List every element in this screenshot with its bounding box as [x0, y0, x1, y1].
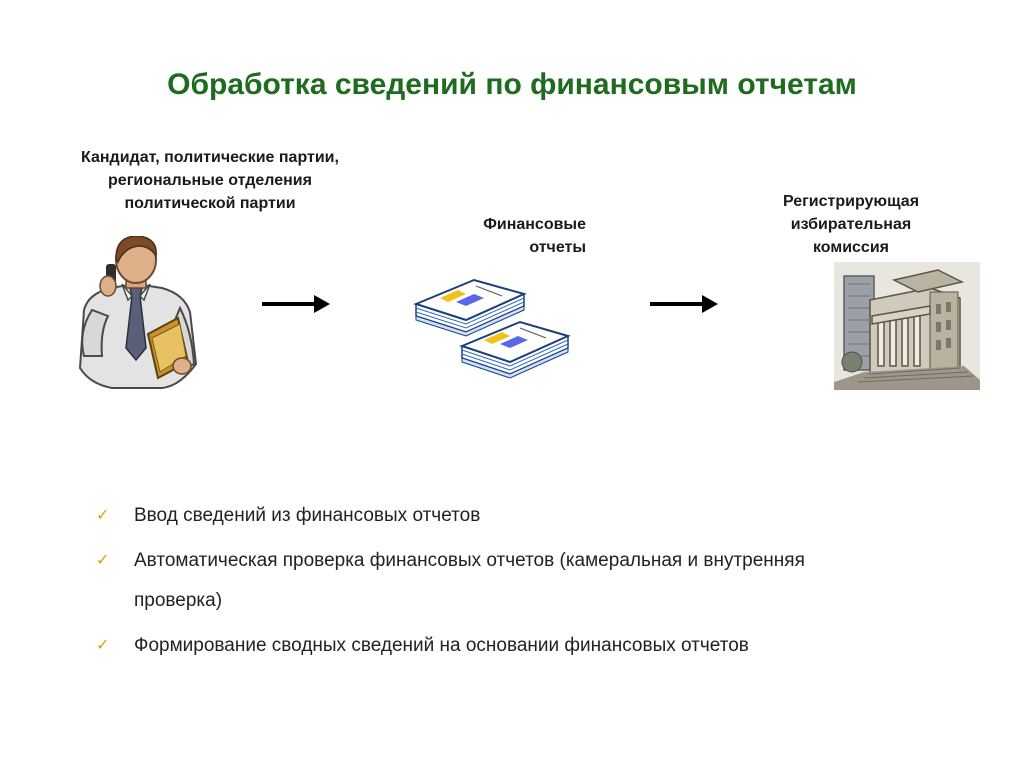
list-item: ✓ Формирование сводных сведений на основ… [92, 626, 832, 666]
businessman-phone-icon [78, 236, 198, 389]
checkmark-icon: ✓ [96, 552, 110, 569]
candidate-label-line: региональные отделения [108, 172, 312, 189]
list-item-text: Автоматическая проверка финансовых отчет… [134, 550, 805, 611]
document-stack-icon [413, 278, 571, 379]
checkmark-icon: ✓ [96, 507, 110, 524]
list-item-text: Формирование сводных сведений на основан… [134, 635, 749, 656]
reports-label-line: отчеты [529, 239, 586, 256]
list-item: ✓ Автоматическая проверка финансовых отч… [92, 541, 832, 621]
commission-label-line: избирательная [790, 216, 912, 233]
arrow-right-icon [650, 295, 718, 313]
government-building-icon [834, 262, 980, 390]
candidate-label: Кандидат, политические партии, региональ… [30, 146, 390, 215]
reports-label-line: Финансовые [483, 216, 586, 233]
reports-label: Финансовые отчеты [420, 213, 586, 259]
task-list: ✓ Ввод сведений из финансовых отчетов ✓ … [92, 496, 832, 671]
list-item-text: Ввод сведений из финансовых отчетов [134, 505, 481, 526]
commission-label-line: комиссия [813, 239, 889, 256]
candidate-label-line: политической партии [124, 195, 296, 212]
list-item: ✓ Ввод сведений из финансовых отчетов [92, 496, 832, 536]
commission-label-line: Регистрирующая [782, 193, 920, 210]
checkmark-icon: ✓ [96, 637, 110, 654]
commission-label: Регистрирующая избирательная комиссия [746, 190, 956, 259]
candidate-label-line: Кандидат, политические партии, [81, 149, 339, 166]
page-title: Обработка сведений по финансовым отчетам [167, 68, 857, 101]
arrow-right-icon [262, 295, 330, 313]
